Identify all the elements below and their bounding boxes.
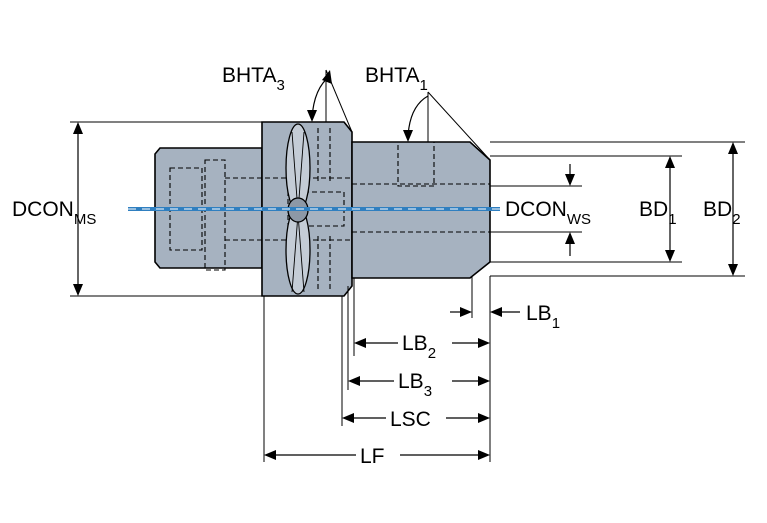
lb3-dimension bbox=[348, 376, 490, 386]
lf-label: LF bbox=[360, 445, 385, 468]
dcon-ms-label: DCONMS bbox=[12, 198, 96, 228]
lb2-dimension bbox=[354, 338, 490, 348]
lf-dimension bbox=[264, 450, 490, 460]
dcon-ms-dimension bbox=[70, 121, 262, 297]
bhta3-angle bbox=[307, 69, 353, 133]
dcon-ws-label: DCONWS bbox=[505, 198, 591, 228]
bhta1-angle bbox=[403, 91, 491, 161]
bd2-label: BD2 bbox=[703, 198, 741, 228]
bhta1-label: BHTA1 bbox=[365, 64, 428, 94]
lsc-label: LSC bbox=[390, 408, 431, 431]
dcon-ws-dimension bbox=[490, 164, 582, 256]
lsc-dimension bbox=[342, 413, 490, 423]
bd1-label: BD1 bbox=[639, 198, 677, 228]
bd1-dimension bbox=[490, 155, 682, 263]
hidden-lines bbox=[169, 128, 490, 292]
lb1-dimension bbox=[450, 307, 520, 317]
length-extension-lines bbox=[263, 276, 491, 462]
bd2-dimension bbox=[490, 141, 745, 277]
lb1-label: LB1 bbox=[526, 302, 560, 332]
lb2-label: LB2 bbox=[402, 332, 436, 362]
bhta3-label: BHTA3 bbox=[222, 64, 285, 94]
lb3-label: LB3 bbox=[398, 370, 432, 400]
